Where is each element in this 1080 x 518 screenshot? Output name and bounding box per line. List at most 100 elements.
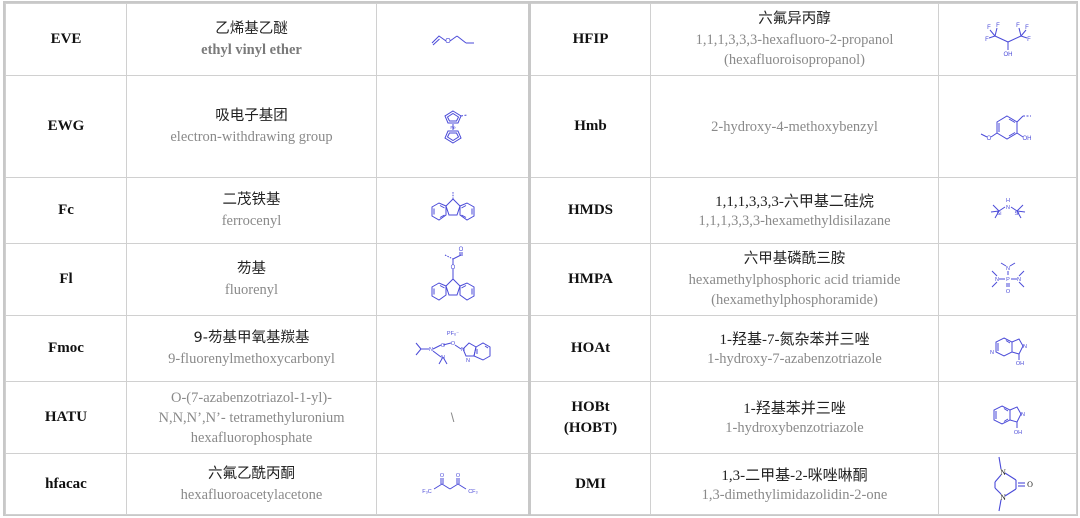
silicon-label: Si [996,211,1001,217]
abbreviation-table: EVE 乙烯基乙醚 ethyl vinyl ether O HFIP [5,3,1077,515]
oxygen-label: O [439,473,444,479]
abbr-cell: HMDS [529,177,651,244]
nitrogen-label: N [990,350,994,356]
name-cell: 二茂铁基 ferrocenyl [126,177,377,244]
abbr-cell: EVE [5,3,127,76]
structure-cell: \ [376,381,531,454]
structure-cell: O [376,3,531,76]
abbr-cell: Hmb [529,75,651,178]
table-row: Fc 二茂铁基 ferrocenyl [5,177,1077,244]
hydrogen-label: H [1006,198,1010,204]
structure-cell: O OH [938,75,1077,178]
chinese-name: 1,3-二甲基-2-咪唑啉酮 [721,467,868,484]
abbr-text: HMPA [568,271,613,287]
name-cell: 1,3-二甲基-2-咪唑啉酮 1,3-dimethylimidazolidin-… [650,453,939,515]
abbr-cell: DMI [529,453,651,515]
abbr-text: Fc [58,202,74,218]
table-row: EVE 乙烯基乙醚 ethyl vinyl ether O HFIP [5,3,1077,76]
oxygen-label: O [986,136,991,142]
hydroxyl-label: OH [1022,136,1031,142]
abbr-text: EVE [50,31,82,47]
fluorine-label: F [1027,37,1031,43]
abbr-cell: Fmoc [5,315,127,382]
ferrocene-structure: Fe [433,107,473,147]
english-name: hexamethylphosphoric acid triamide [688,272,901,288]
iron-label: Fe [450,125,456,130]
chinese-name: 芴基 [237,261,266,277]
english-name: 1,1,1,3,3,3-hexafluoro-2-propanol [695,32,894,48]
hydroxyl-label: OH [1015,361,1023,367]
english-name: O-(7-azabenzotriazol-1-yl)- [170,389,332,406]
chinese-name: 1-羟基-7-氮杂苯并三唑 [719,332,870,348]
name-cell: 2-hydroxy-4-methoxybenzyl [650,75,939,178]
table-row: HATU O-(7-azabenzotriazol-1-yl)- N,N,N’,… [5,381,1077,454]
name-cell: 六氟乙酰丙酮 hexafluoroacetylacetone [126,453,377,515]
abbr-text: hfacac [45,475,87,492]
nitrogen-label: N [1021,412,1025,418]
english-name: hexafluoroacetylacetone [180,486,323,503]
chinese-name: 六氟异丙醇 [758,11,831,27]
chinese-name: 9-芴基甲氧基羰基 [193,330,310,346]
oxygen-label: O [450,341,455,347]
name-cell: O-(7-azabenzotriazol-1-yl)- N,N,N’,N’- t… [126,381,377,454]
nitrogen-label: N [466,358,470,364]
hobt-structure: N OH [986,398,1025,436]
abbr-text: Fmoc [48,340,84,356]
structure-cell: O O [376,243,531,316]
structure-cell: PF₆⁻ N O N O N N [376,315,531,382]
abbr-text: EWG [47,118,85,134]
abbr-text: HFIP [572,31,609,47]
structure-cell: N N N P O [938,243,1077,316]
name-cell: 芴基 fluorenyl [126,243,377,316]
hmpa-structure: N N N P O [985,262,1031,295]
abbr-cell: HATU [5,381,127,454]
structure-cell: O O F₃C CF₃ [376,453,531,515]
chinese-name: 1-羟基苯并三唑 [743,401,846,417]
name-cell: 吸电子基团 electron-withdrawing group [126,75,377,178]
structure-cell: F F F F F F OH [938,3,1077,76]
nitrogen-label: N [1006,205,1010,211]
hexafluorophosphate-label: PF₆⁻ [446,331,458,337]
english-name: 1-hydroxy-7-azabenzotriazole [707,351,882,367]
structure-cell: N N OH [938,315,1077,382]
abbr-text: HMDS [568,202,613,218]
structure-cell: N OH [938,381,1077,454]
english-name: 9-fluorenylmethoxycarbonyl [168,351,335,367]
chinese-name: 吸电子基团 [215,108,288,124]
name-cell: 六甲基磷酰三胺 hexamethylphosphoric acid triami… [650,243,939,316]
structure-cell: H N Si Si [938,177,1077,244]
structure-cell: N N O [938,453,1077,515]
chinese-name: 二茂铁基 [222,192,281,208]
hatu-structure: PF₆⁻ N O N O N N [411,331,495,371]
name-cell: 1-羟基苯并三唑 1-hydroxybenzotriazole [650,381,939,454]
nitrogen-label: N [1000,493,1006,502]
english-name-line3: hexafluorophosphate [190,429,313,446]
phosphorus-label: P [1006,277,1010,283]
empty-structure-placeholder: \ [450,409,455,425]
english-name-alt: (hexamethylphosphoramide) [711,292,878,308]
oxygen-label: O [455,473,460,479]
oxygen-label: O [1027,480,1033,489]
trifluoromethyl-label: CF₃ [468,489,478,495]
abbreviation-table-frame: EVE 乙烯基乙醚 ethyl vinyl ether O HFIP [3,1,1078,516]
hydroxyl-label: OH [1003,52,1012,58]
abbr-cell: Fl [5,243,127,316]
oxygen-label: O [1005,289,1010,295]
oxygen-label: O [458,247,463,253]
table-row: Fl 芴基 fluorenyl [5,243,1077,316]
trifluoromethyl-label: F₃C [422,489,432,495]
abbr-cell: HOAt [529,315,651,382]
hoat-structure: N N OH [990,330,1027,367]
english-name: 1-hydroxybenzotriazole [725,420,864,436]
english-name: fluorenyl [224,282,279,298]
hmds-structure: H N Si Si [985,198,1031,226]
name-cell: 1-羟基-7-氮杂苯并三唑 1-hydroxy-7-azabenzotriazo… [650,315,939,382]
english-name: 1,1,1,3,3,3-hexamethyldisilazane [698,213,891,229]
nitrogen-label: N [429,347,433,353]
name-cell: 9-芴基甲氧基羰基 9-fluorenylmethoxycarbonyl [126,315,377,382]
abbr-text: Hmb [574,118,607,134]
abbr-text: HATU [44,409,88,425]
abbr-text: Fl [59,271,73,287]
chinese-name: 六甲基磷酰三胺 [743,251,846,267]
nitrogen-label: N [1023,344,1027,350]
